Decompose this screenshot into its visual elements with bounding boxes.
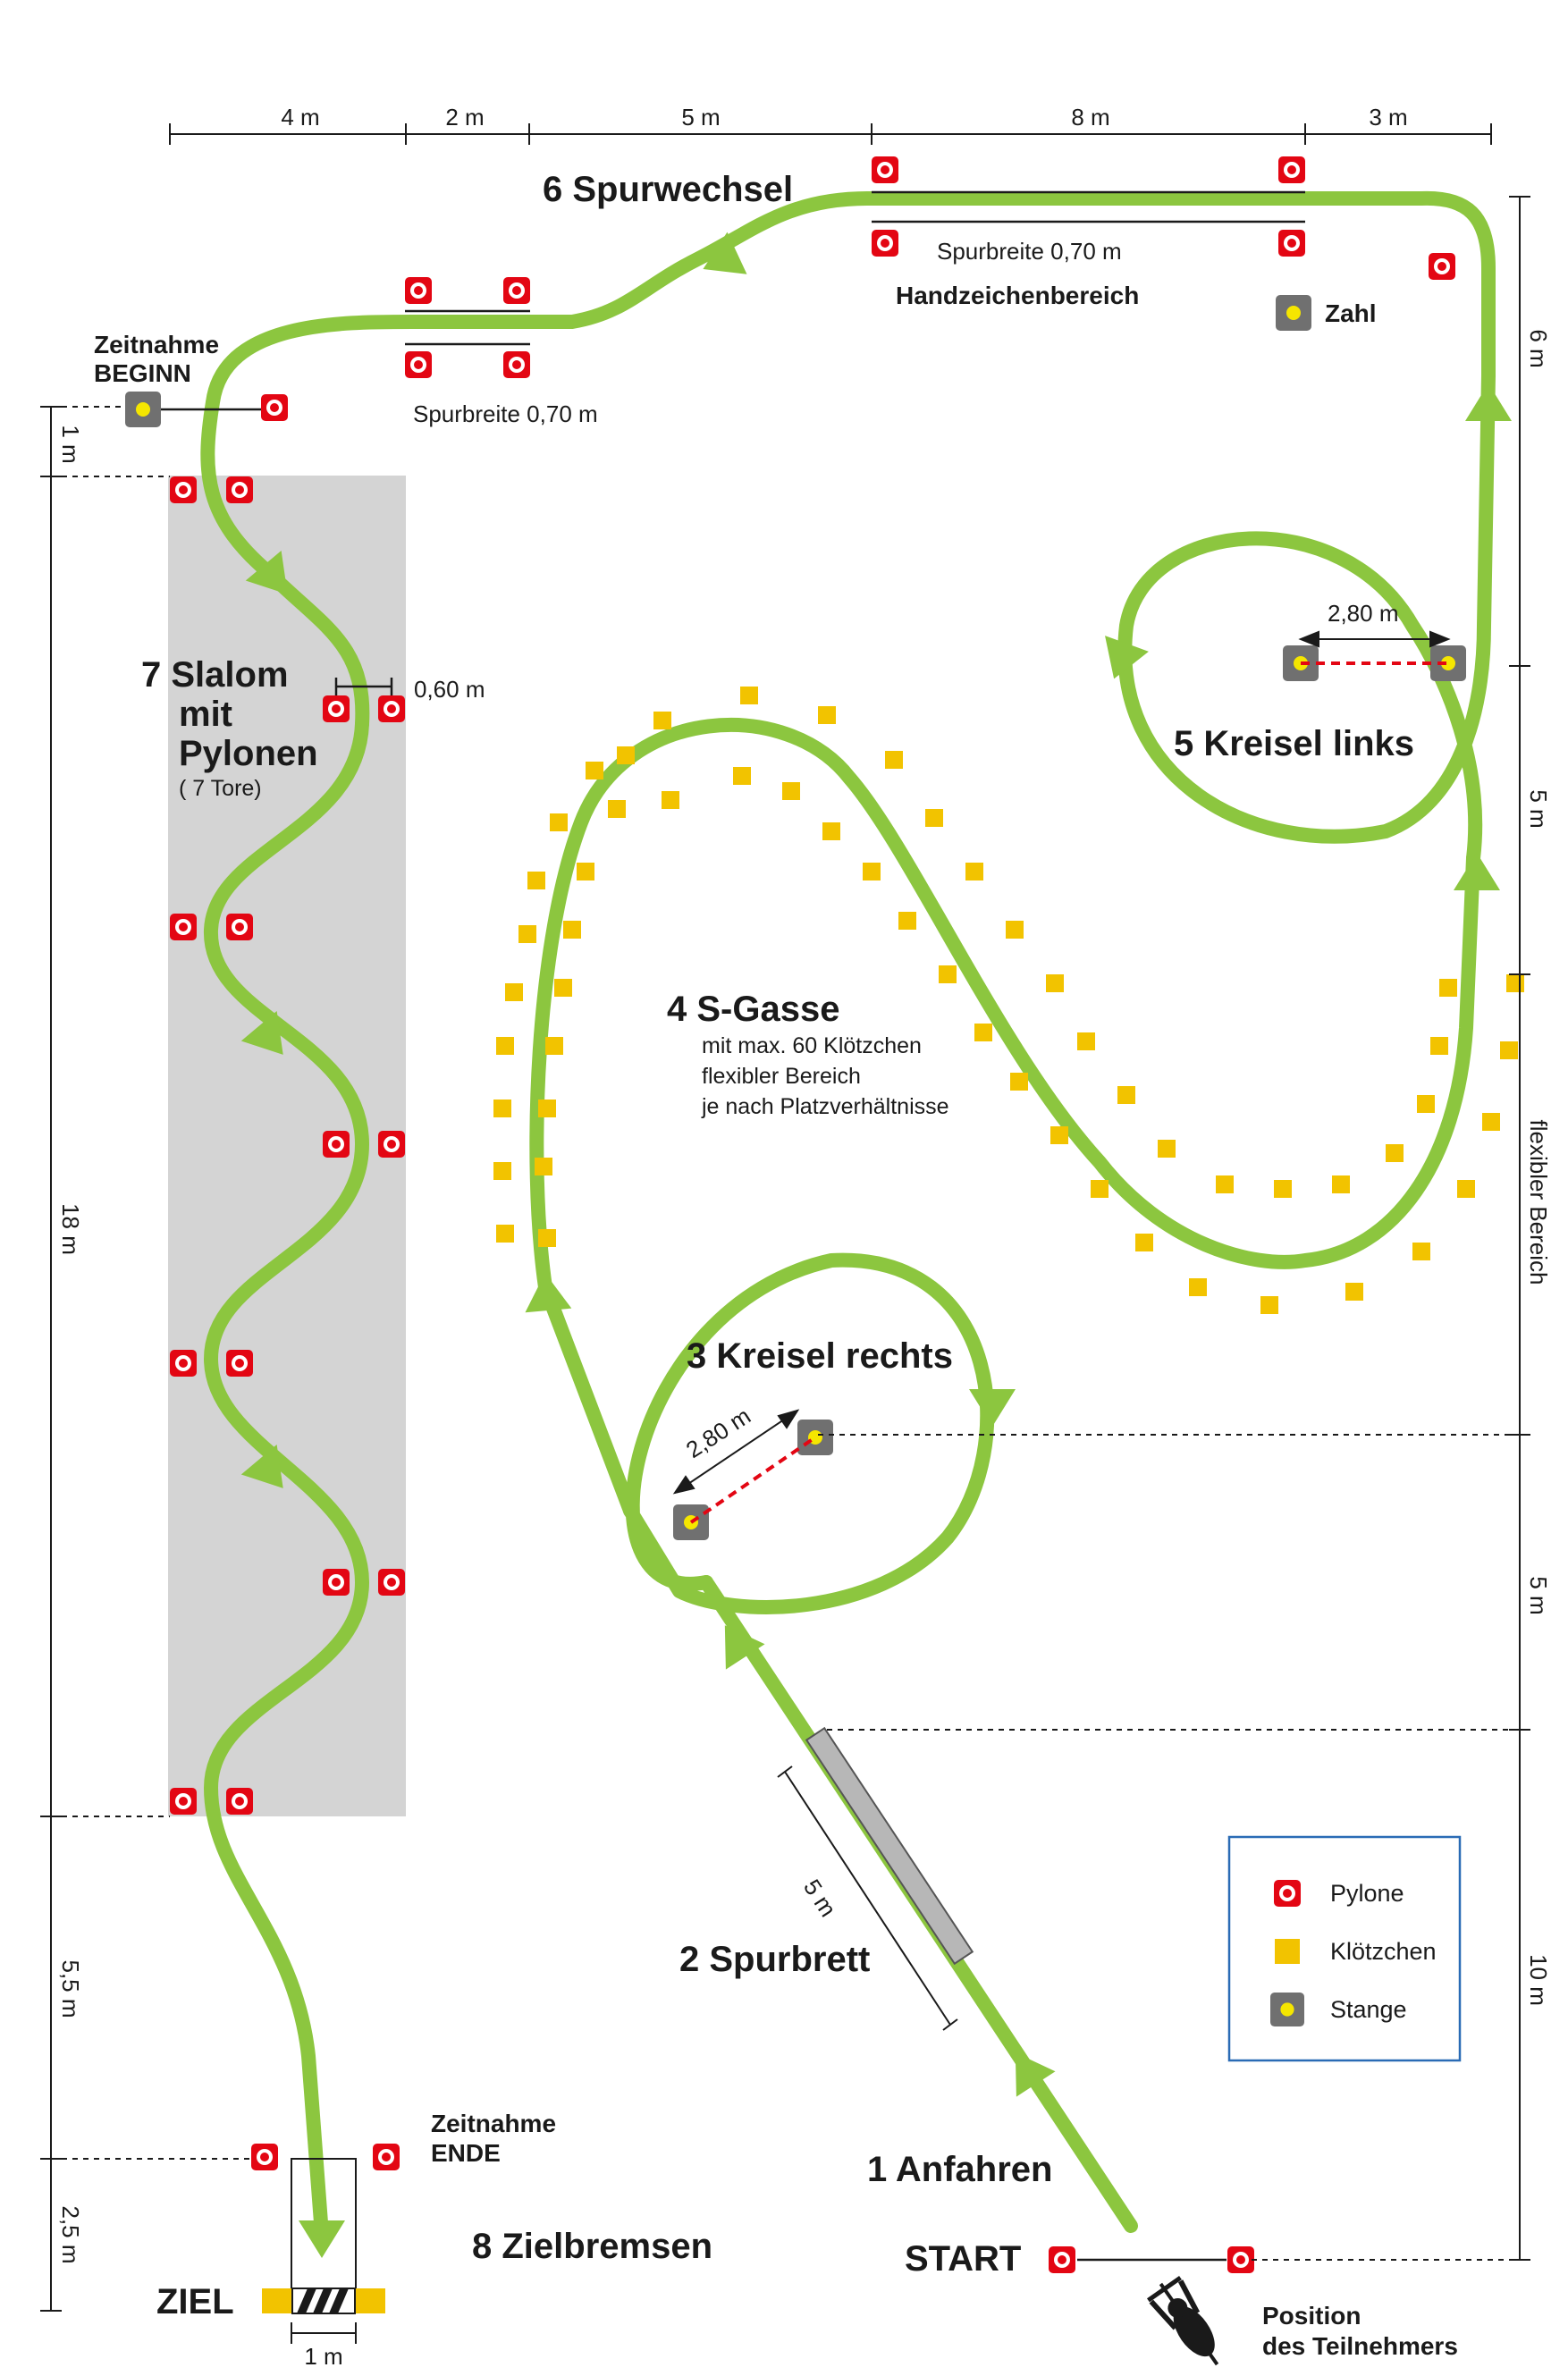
station-7-title-1: 7 Slalom xyxy=(141,655,289,695)
cyclist-icon xyxy=(1147,2276,1219,2366)
dim-right-1: 6 m xyxy=(1525,329,1552,367)
dim-right-3: flexibler Bereich xyxy=(1525,1120,1552,1285)
block-icon xyxy=(493,687,1524,1314)
time-end-label-1: Zeitnahme xyxy=(431,2110,556,2137)
dimension-arrow xyxy=(672,630,1451,1495)
goal-label: ZIEL xyxy=(156,2282,234,2321)
top-dimension-bar xyxy=(169,123,1492,145)
hand-signal-label: Handzeichenbereich xyxy=(896,282,1139,309)
dim-top-5: 3 m xyxy=(1369,104,1407,131)
participant-label-2: des Teilnehmers xyxy=(1262,2332,1458,2360)
dim-top-2: 2 m xyxy=(445,104,484,131)
track-plank xyxy=(805,1726,974,1966)
goal-width-label: 1 m xyxy=(304,2343,342,2370)
right-dashed-lines xyxy=(818,1434,1520,2261)
dim-top-4: 8 m xyxy=(1071,104,1109,131)
participant-label-1: Position xyxy=(1262,2302,1361,2330)
station-7-title-3: Pylonen xyxy=(179,734,318,773)
dim-top-3: 5 m xyxy=(681,104,720,131)
s4-note-2: flexibler Bereich xyxy=(702,1064,861,1089)
station-1-title: 1 Anfahren xyxy=(867,2150,1052,2189)
dim-top-1: 4 m xyxy=(281,104,319,131)
station-6-title: 6 Spurwechsel xyxy=(543,170,793,209)
track-width-label-1: Spurbreite 0,70 m xyxy=(937,238,1122,265)
time-start-label-2: BEGINN xyxy=(94,359,191,387)
track-width-label-2: Spurbreite 0,70 m xyxy=(413,400,598,427)
dim-left-4: 2,5 m xyxy=(57,2205,84,2263)
dim-left-3: 5,5 m xyxy=(57,1959,84,2018)
station-8-title: 8 Zielbremsen xyxy=(472,2227,712,2266)
kreisel-rechts-dist: 2,80 m xyxy=(681,1403,755,1463)
dim-right-4: 5 m xyxy=(1525,1576,1552,1614)
station-7-title-2: mit xyxy=(179,695,232,734)
dim-right-5: 10 m xyxy=(1525,1954,1552,2006)
legend-pole-label: Stange xyxy=(1330,1996,1407,2023)
legend-pylon-label: Pylone xyxy=(1330,1880,1404,1907)
plank-dimension xyxy=(777,1765,958,2031)
goal-box xyxy=(262,2158,385,2344)
dim-left-2: 18 m xyxy=(57,1203,84,1255)
number-label: Zahl xyxy=(1325,299,1377,327)
guide-lines xyxy=(161,190,1305,2262)
right-dimension-bar xyxy=(1509,196,1530,2261)
dim-left-1: 1 m xyxy=(57,425,84,463)
left-dashed-lines xyxy=(51,406,250,2160)
time-end-label-2: ENDE xyxy=(431,2139,501,2167)
station-3-title: 3 Kreisel rechts xyxy=(687,1336,953,1376)
kreisel-rechts-line xyxy=(689,1436,817,1524)
legend xyxy=(1227,1835,1462,2062)
s4-note-1: mit max. 60 Klötzchen xyxy=(702,1033,922,1058)
station-5-title: 5 Kreisel links xyxy=(1174,724,1414,763)
left-dimension-bar xyxy=(40,406,62,2312)
time-start-label-1: Zeitnahme xyxy=(94,331,219,358)
kreisel-links-dist: 2,80 m xyxy=(1328,600,1399,627)
s7-subtitle: ( 7 Tore) xyxy=(179,776,262,801)
start-label: START xyxy=(905,2239,1021,2279)
station-4-title: 4 S-Gasse xyxy=(667,990,839,1029)
station-2-title: 2 Spurbrett xyxy=(679,1940,870,1979)
dim-right-2: 5 m xyxy=(1525,789,1552,828)
s4-note-3: je nach Platzverhältnisse xyxy=(701,1094,949,1119)
legend-block-label: Klötzchen xyxy=(1330,1938,1437,1965)
plank-length-label: 5 m xyxy=(798,1875,842,1922)
slalom-gap-label: 0,60 m xyxy=(414,676,485,703)
